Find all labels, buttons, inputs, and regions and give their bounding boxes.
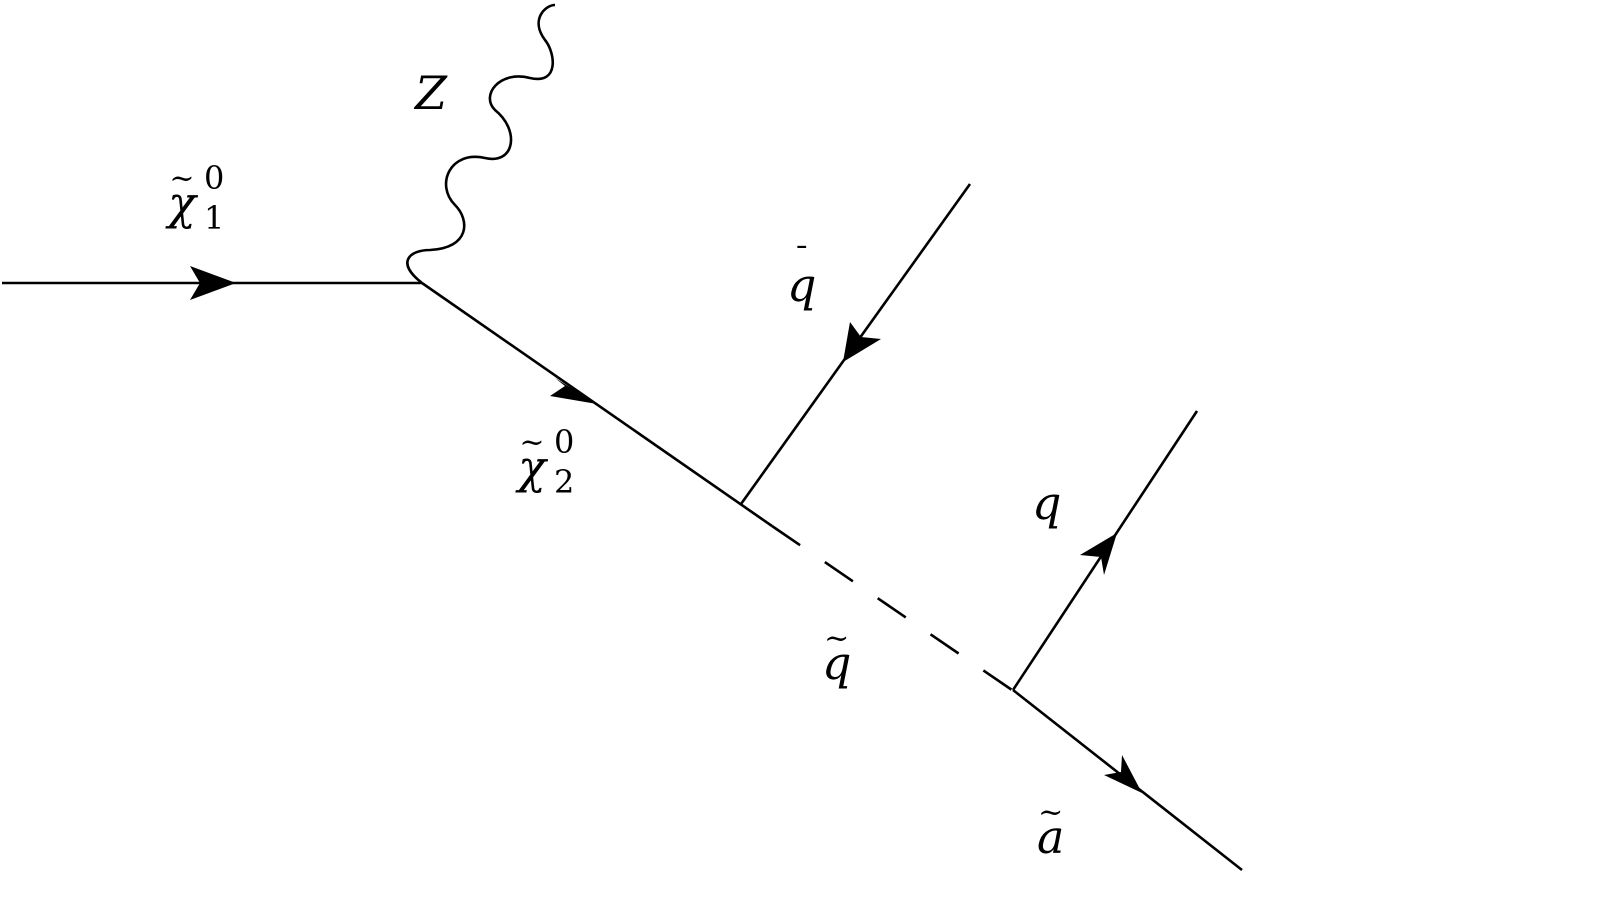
- z-boson-propagator: [406, 3, 556, 285]
- chi1-label: ~χ 0 1: [168, 159, 225, 237]
- chi2-arrow: [550, 378, 597, 404]
- z-label: Z: [415, 66, 447, 120]
- chi1-arrow: [190, 266, 236, 300]
- quark-arrow: [1080, 533, 1117, 575]
- squark-label: ~q: [822, 621, 852, 690]
- chi2-propagator: [421, 281, 773, 528]
- antiquark-arrow: [843, 322, 881, 362]
- squark-propagator: [771, 524, 1013, 692]
- axino-arrow: [1104, 755, 1142, 793]
- axino-label: ~a: [1037, 795, 1065, 864]
- antiquark-label: ¯q: [787, 241, 817, 312]
- quark-label: q: [1032, 476, 1062, 530]
- chi2-label: ~χ 0 2: [518, 423, 575, 501]
